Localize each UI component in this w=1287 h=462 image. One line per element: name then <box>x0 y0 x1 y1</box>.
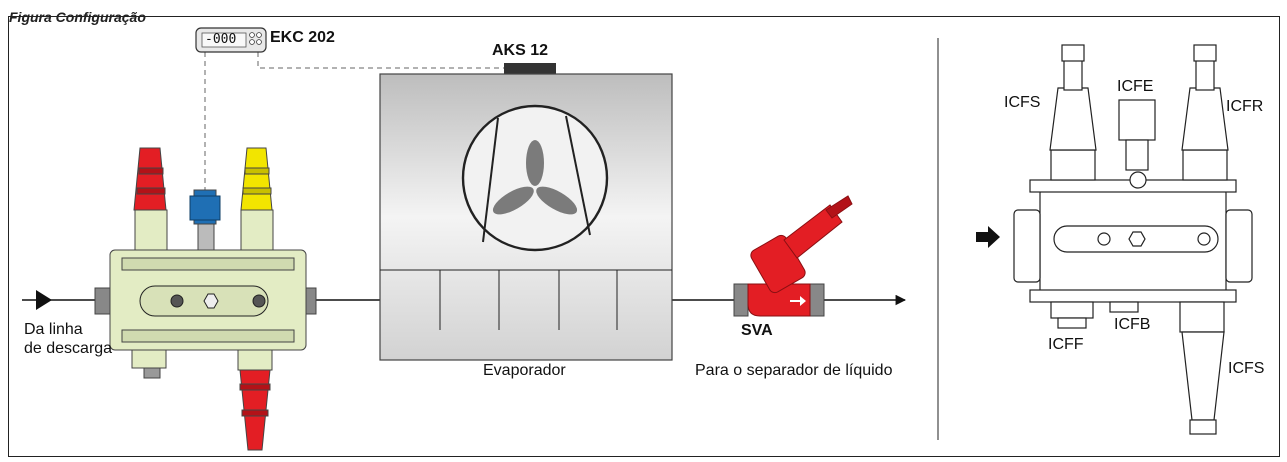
sva-label: SVA <box>741 322 773 339</box>
icfe-label: ICFE <box>1117 78 1154 95</box>
signal-lines <box>204 52 505 190</box>
fan-icon <box>492 140 578 215</box>
ekc-label: EKC 202 <box>270 29 335 46</box>
to-separator-label: Para o separador de líquido <box>695 362 893 379</box>
icf-detail-drawing <box>1013 44 1253 435</box>
aks-label: AKS 12 <box>492 42 549 59</box>
figure-frame: Figura Configuração <box>8 9 1280 457</box>
sva-valve <box>733 195 853 317</box>
inlet-arrow-icon-right <box>976 226 1000 248</box>
icff-label: ICFF <box>1048 336 1084 353</box>
icfs-bottom-label: ICFS <box>1228 360 1265 377</box>
icfb-label: ICFB <box>1114 316 1151 333</box>
evaporator-label: Evaporador <box>483 362 566 379</box>
icf-valve-station-left <box>94 147 317 451</box>
evaporator <box>379 73 673 361</box>
aks-sensor <box>504 63 556 74</box>
inlet-arrow-icon <box>36 290 52 310</box>
from-line-label-1: Da linha <box>24 321 83 338</box>
display-readout: -000 <box>205 32 237 47</box>
from-line-label-2: de descarga <box>24 340 113 357</box>
icfr-label: ICFR <box>1226 98 1264 115</box>
ekc-controller <box>195 27 267 53</box>
icfs-top-label: ICFS <box>1004 94 1041 111</box>
figure-caption: Figura Configuração <box>9 9 146 25</box>
